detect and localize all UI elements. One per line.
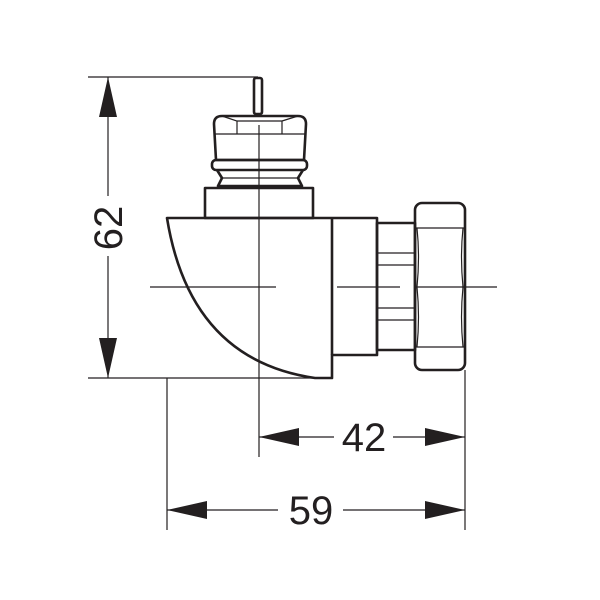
arrow-left — [167, 501, 207, 519]
top-collar — [210, 158, 309, 172]
dimension-59-label: 59 — [289, 489, 334, 533]
dimension-62-label: 62 — [87, 206, 131, 251]
arrow-up — [99, 77, 117, 117]
arrow-left — [259, 428, 299, 446]
valve-body — [165, 216, 379, 380]
valve-pin — [252, 76, 264, 116]
dimension-overall-width: 59 — [166, 378, 465, 533]
centerlines — [150, 125, 497, 457]
union-nut — [413, 201, 467, 372]
arrow-right — [425, 501, 465, 519]
arrow-down — [99, 338, 117, 378]
arrow-right — [425, 428, 465, 446]
top-nut — [210, 114, 309, 188]
dimension-height: 62 — [87, 76, 332, 379]
dimension-center-to-nut: 42 — [259, 370, 466, 530]
dimension-42-label: 42 — [342, 416, 387, 460]
